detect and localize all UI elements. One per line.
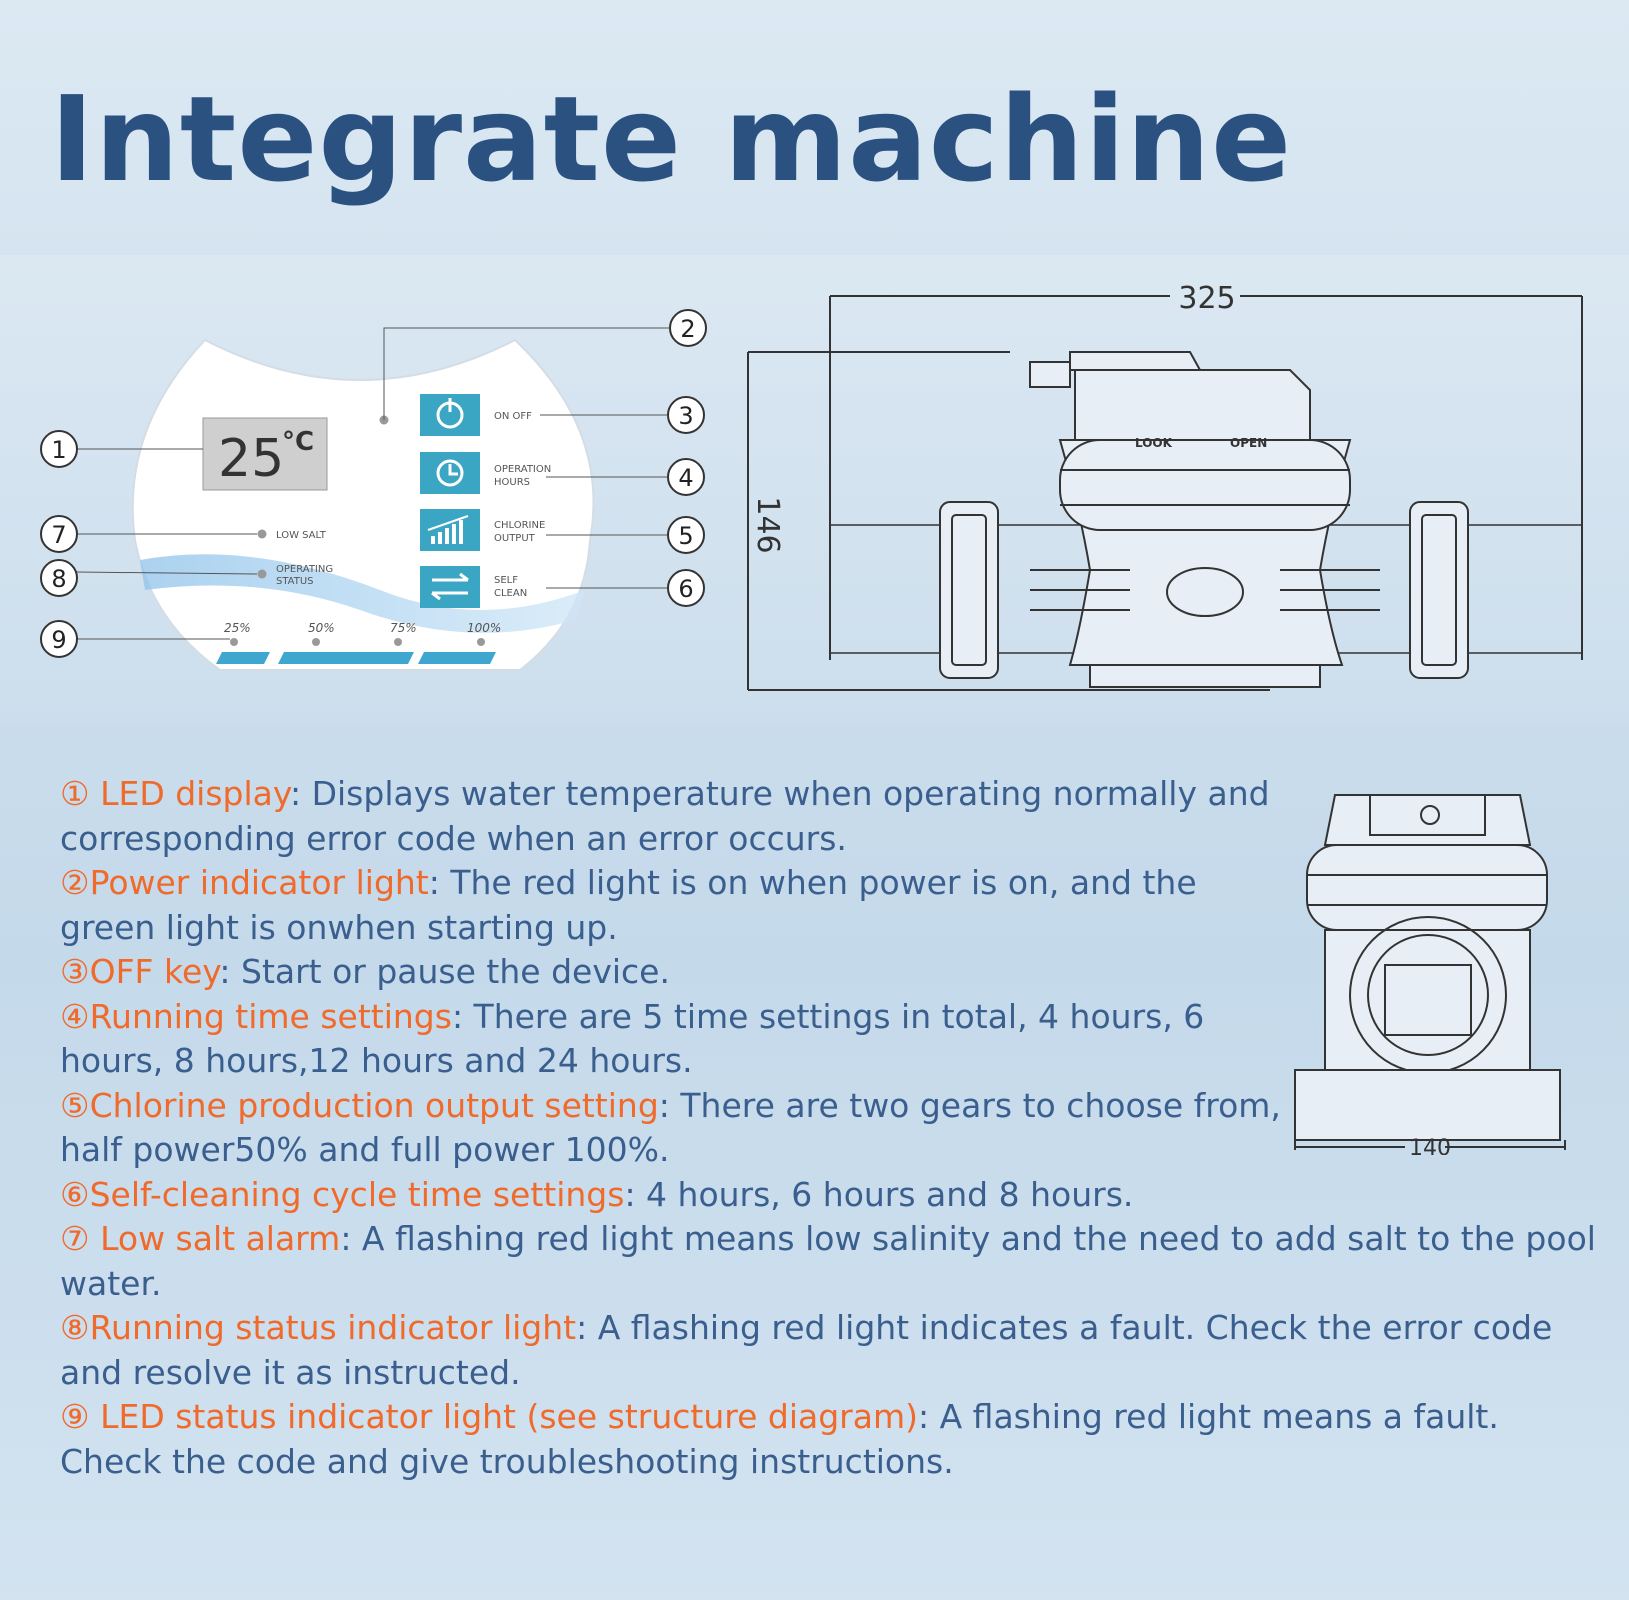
- dim-140: 140: [1409, 1136, 1451, 1155]
- operating-label-2: STATUS: [276, 576, 314, 587]
- callout-2: 2: [669, 309, 707, 347]
- svg-text:3: 3: [678, 402, 693, 430]
- callout-4: 4: [667, 458, 705, 496]
- front-view-drawing: 325 146 LOOK OPEN: [747, 281, 1583, 691]
- callout-1: 1: [40, 430, 78, 468]
- dim-146: 146: [750, 496, 785, 553]
- control-panel-diagram: 25 °C ON OFF OPERATION HOURS CHLORINE OU…: [40, 309, 707, 671]
- callout-7: 7: [40, 515, 78, 553]
- item-4: ④Running time settings: There are 5 time…: [60, 996, 1205, 1081]
- chlorine-output-button[interactable]: [420, 509, 480, 551]
- level-dot-25: [230, 638, 238, 646]
- callout-3: 3: [667, 396, 705, 434]
- open-label: OPEN: [1230, 436, 1267, 450]
- side-view-drawing: 140: [1294, 794, 1566, 1155]
- feature-descriptions: ① LED display: Displays water temperatur…: [60, 772, 1600, 1484]
- item-5: ⑤Chlorine production output setting: The…: [60, 1085, 1281, 1170]
- page-title: Integrate machine: [50, 70, 1293, 208]
- item-3: ③OFF key: Start or pause the device.: [60, 952, 670, 991]
- level-bar-25: [216, 652, 270, 664]
- callout-9: 9: [40, 620, 78, 658]
- item-7: ⑦ Low salt alarm: A flashing red light m…: [60, 1219, 1596, 1303]
- item-6: ⑥Self-cleaning cycle time settings: 4 ho…: [60, 1174, 1134, 1214]
- bar-chart-icon: [427, 515, 469, 544]
- item-2: ②Power indicator light: The red light is…: [60, 863, 1197, 947]
- level-dot-75: [394, 638, 402, 646]
- operating-status-dot: [257, 569, 267, 579]
- operating-label-1: OPERATING: [276, 564, 333, 575]
- operation-hours-button[interactable]: [420, 452, 480, 494]
- level-bar-100: [418, 652, 496, 664]
- svg-text:2: 2: [680, 315, 695, 343]
- chlorine-label-2: OUTPUT: [494, 533, 536, 544]
- on-off-button[interactable]: [420, 394, 480, 436]
- low-salt-dot: [257, 529, 267, 539]
- level-label-50: 50%: [308, 621, 335, 635]
- level-label-100: 100%: [467, 621, 501, 635]
- svg-text:1: 1: [51, 436, 66, 464]
- svg-text:6: 6: [678, 575, 693, 603]
- operation-label-1: OPERATION: [494, 464, 551, 475]
- chlorine-label-1: CHLORINE: [494, 520, 545, 531]
- self-clean-label-1: SELF: [494, 575, 518, 586]
- svg-text:8: 8: [51, 565, 66, 593]
- svg-text:7: 7: [51, 521, 66, 549]
- level-dot-50: [312, 638, 320, 646]
- callout-6: 6: [667, 569, 705, 607]
- svg-text:9: 9: [51, 626, 66, 654]
- level-bar-50: [278, 652, 354, 664]
- svg-text:4: 4: [678, 464, 693, 492]
- led-value: 25: [218, 429, 284, 489]
- level-bar-75: [346, 652, 414, 664]
- lock-label: LOOK: [1135, 436, 1173, 450]
- item-1: ① LED display: Displays water temperatur…: [60, 774, 1270, 858]
- level-label-75: 75%: [390, 621, 417, 635]
- item-9: ⑨ LED status indicator light (see struct…: [60, 1397, 1499, 1481]
- callout-8: 8: [40, 559, 78, 597]
- dim-325: 325: [1178, 281, 1235, 316]
- callout-5: 5: [667, 516, 705, 554]
- item-8: ⑧Running status indicator light: A flash…: [60, 1308, 1553, 1392]
- clock-icon: [436, 459, 464, 487]
- swap-arrows-icon: [431, 572, 469, 601]
- low-salt-label: LOW SALT: [276, 530, 327, 541]
- self-clean-button[interactable]: [420, 566, 480, 608]
- self-clean-label-2: CLEAN: [494, 588, 527, 599]
- level-dot-100: [477, 638, 485, 646]
- led-unit: °C: [282, 427, 314, 457]
- svg-text:5: 5: [678, 522, 693, 550]
- operation-label-2: HOURS: [494, 477, 530, 488]
- on-off-label: ON OFF: [494, 411, 532, 422]
- led-display: [202, 417, 328, 491]
- level-label-25: 25%: [224, 621, 251, 635]
